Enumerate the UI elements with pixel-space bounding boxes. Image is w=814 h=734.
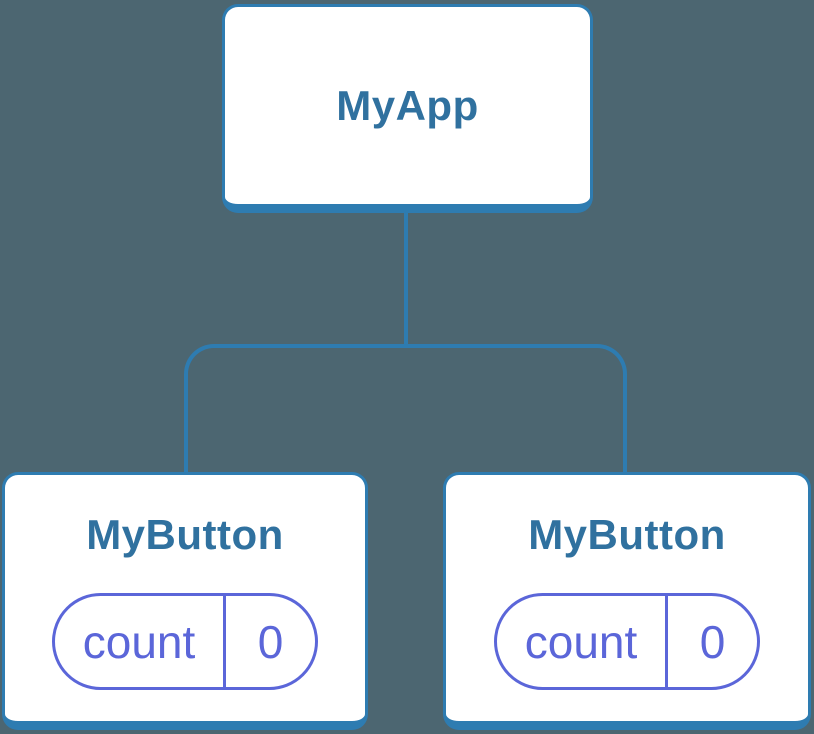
connector-branch [184,344,627,472]
state-pill-right: count 0 [494,593,760,690]
component-node-mybutton-left: MyButton count 0 [2,472,368,730]
state-pill-left: count 0 [52,593,318,690]
component-node-mybutton-right: MyButton count 0 [443,472,811,730]
state-name-right: count [524,615,638,668]
state-divider-right [665,596,668,687]
state-name-left: count [82,615,196,668]
state-divider-left [223,596,226,687]
component-label-myapp: MyApp [336,81,479,129]
component-node-myapp: MyApp [222,4,593,213]
state-value-right: 0 [699,615,726,668]
component-label-mybutton-left: MyButton [86,511,284,558]
connector-stem [404,212,408,344]
component-label-mybutton-right: MyButton [528,511,726,558]
state-value-left: 0 [257,615,284,668]
